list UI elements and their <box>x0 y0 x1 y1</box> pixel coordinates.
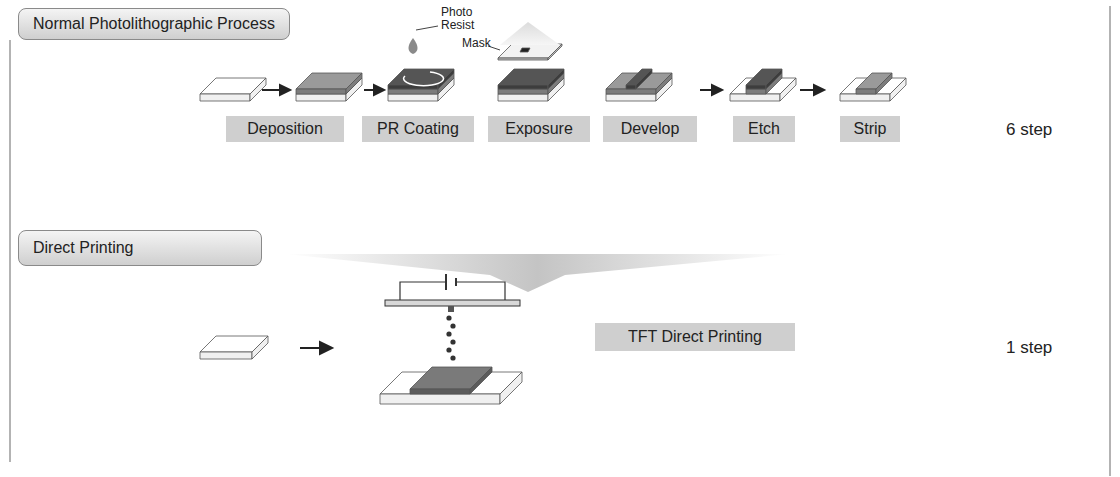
layer <box>780 78 796 101</box>
label-text: Deposition <box>247 120 323 138</box>
step-label: Etch <box>733 116 795 142</box>
layer <box>296 89 346 94</box>
leader-line <box>416 26 438 30</box>
layer <box>380 394 500 404</box>
layer <box>410 367 492 389</box>
label-text: Strip <box>854 120 887 138</box>
layer <box>730 94 780 101</box>
ink-droplet <box>450 339 455 344</box>
transition-banner <box>285 254 790 292</box>
resist-drop <box>409 38 418 54</box>
process-illustrations <box>200 44 906 404</box>
layer <box>520 48 530 52</box>
layer <box>746 85 766 89</box>
layer <box>636 69 652 89</box>
layer <box>746 89 766 94</box>
layer <box>296 94 346 101</box>
step-label: Deposition <box>226 116 344 142</box>
step-label: Develop <box>603 116 697 142</box>
layer <box>200 94 250 101</box>
ink-droplet <box>450 323 455 328</box>
layer <box>890 78 906 101</box>
annotation: 6 step <box>1006 120 1052 140</box>
ink-droplets <box>446 315 455 360</box>
layer <box>626 85 636 89</box>
layer <box>410 389 470 394</box>
ink-droplet <box>446 347 451 352</box>
light-cone <box>500 22 560 45</box>
layer <box>656 73 672 94</box>
layer <box>498 85 548 89</box>
layer <box>388 89 438 94</box>
frame <box>10 6 1110 476</box>
step-label: Exposure <box>488 116 590 142</box>
layer <box>498 94 548 101</box>
step-label: PR Coating <box>362 116 474 142</box>
spin-arrow <box>404 72 444 86</box>
step-label: TFT Direct Printing <box>595 323 795 351</box>
layer <box>252 336 268 359</box>
layer <box>856 89 876 94</box>
label-text: Etch <box>748 120 780 138</box>
layer <box>840 94 890 101</box>
annotation: Mask <box>462 36 491 50</box>
annotation: Photo Resist <box>441 6 485 31</box>
label-text: Exposure <box>505 120 573 138</box>
layer <box>548 44 562 60</box>
layer <box>346 73 362 94</box>
layer <box>498 58 548 60</box>
ink-droplet <box>446 331 451 336</box>
label-text: PR Coating <box>377 120 459 138</box>
label-text: TFT Direct Printing <box>628 328 762 346</box>
layer <box>498 89 548 94</box>
direct-printer <box>385 274 520 312</box>
section-tab: Direct Printing <box>18 230 262 266</box>
layer <box>606 94 656 101</box>
layer <box>766 69 782 89</box>
layer <box>500 372 522 404</box>
step-label: Strip <box>840 116 900 142</box>
label-text: Direct Printing <box>33 239 133 257</box>
annotation: 1 step <box>1006 338 1052 358</box>
label-text: Normal Photolithographic Process <box>33 15 275 33</box>
ink-droplet <box>446 315 451 320</box>
label-text: Develop <box>621 120 680 138</box>
layer <box>200 352 252 359</box>
process-arrows <box>262 85 824 354</box>
layer <box>606 89 656 94</box>
layer <box>548 69 564 89</box>
layer <box>876 73 892 94</box>
section-tab: Normal Photolithographic Process <box>18 8 290 40</box>
ink-droplet <box>450 355 455 360</box>
layer <box>438 69 454 89</box>
layer <box>470 367 492 394</box>
layer <box>388 94 438 101</box>
